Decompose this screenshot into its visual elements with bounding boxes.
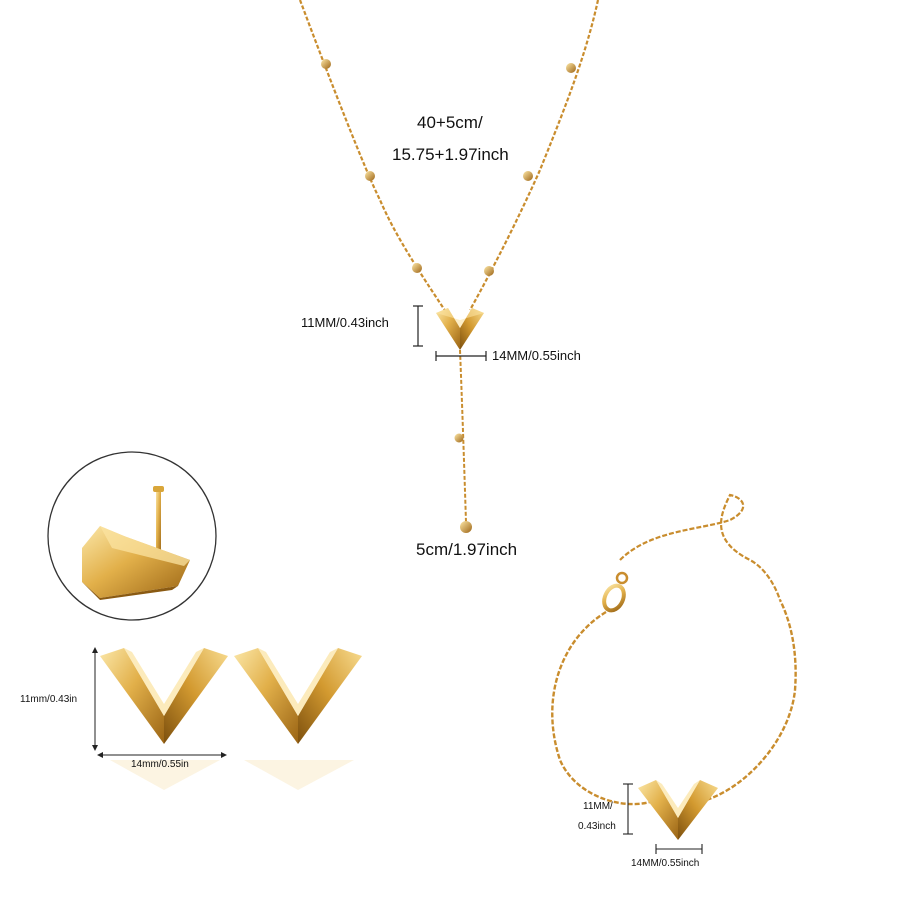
bracelet-extension-chain xyxy=(619,493,782,601)
necklace-drop-bead xyxy=(454,433,464,443)
earring-width-label: 14mm/0.55in xyxy=(131,759,189,770)
bracelet-height-label-line1: 11MM/ xyxy=(583,801,613,812)
bracelet-v-charm xyxy=(638,780,718,840)
necklace-image xyxy=(298,0,600,533)
earring-left xyxy=(100,648,228,744)
necklace-chain-right xyxy=(469,0,600,311)
earring-right xyxy=(234,648,362,744)
necklace-length-label-line1: 40+5cm/ xyxy=(417,113,483,132)
necklace-drop-chain xyxy=(459,349,467,523)
bracelet-image xyxy=(551,493,797,854)
bracelet-chain xyxy=(551,610,651,806)
necklace-v-pendant xyxy=(436,308,484,350)
necklace-length-label-line2: 15.75+1.97inch xyxy=(392,145,509,164)
necklace-pendant-height-label: 11MM/0.43inch xyxy=(301,315,389,330)
bracelet-height-label-line2: 0.43inch xyxy=(578,821,616,832)
necklace-beads xyxy=(321,59,576,276)
earring-height-label: 11mm/0.43in xyxy=(20,694,78,705)
bracelet-clasp xyxy=(602,571,629,613)
earrings-image xyxy=(92,647,362,790)
necklace-drop-end-bead xyxy=(460,521,472,533)
earring-closeup-image xyxy=(47,451,217,621)
necklace-drop-length-label: 5cm/1.97inch xyxy=(416,540,518,559)
bracelet-width-label: 14MM/0.55inch xyxy=(631,858,700,869)
necklace-pendant-width-label: 14MM/0.55inch xyxy=(492,348,581,363)
